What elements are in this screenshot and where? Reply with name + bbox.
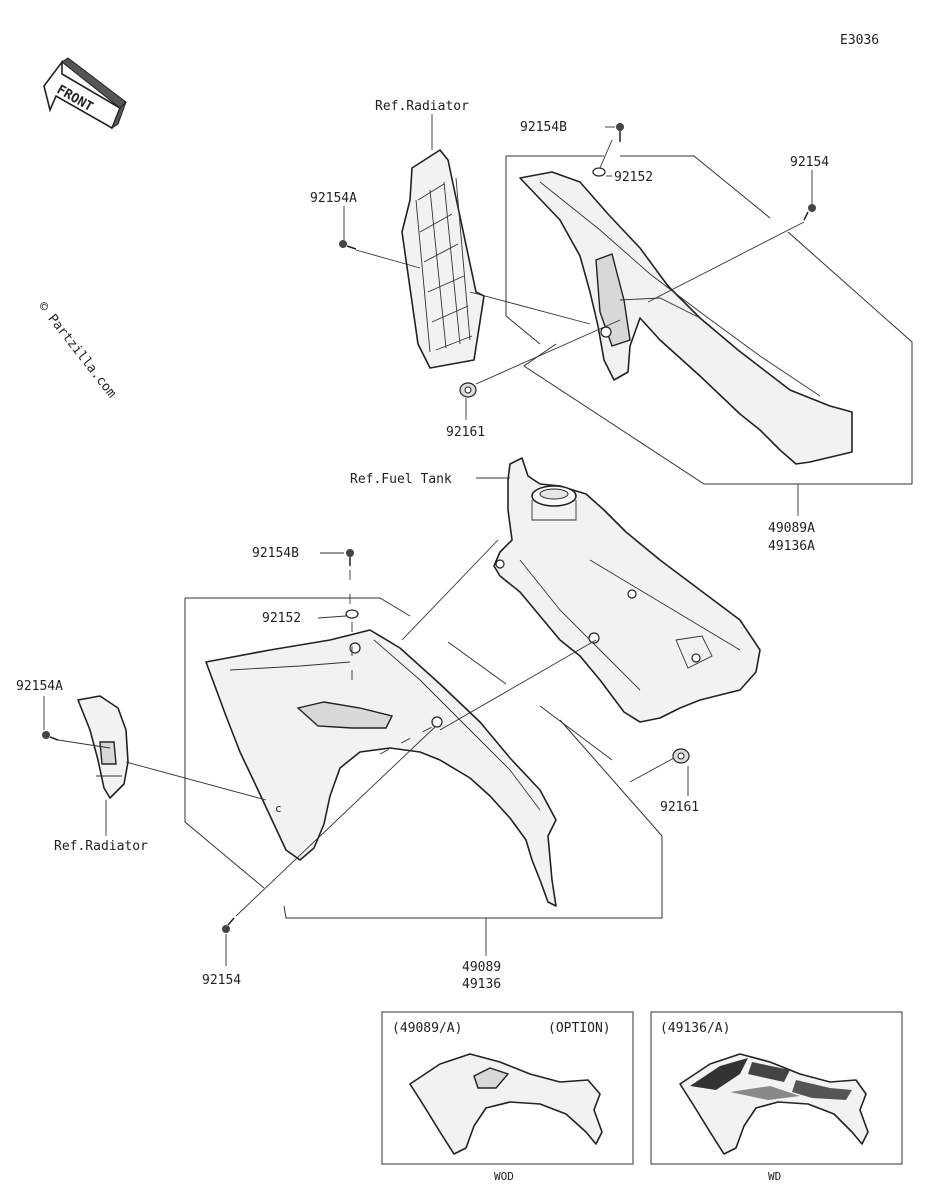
bolt-92154B-mid	[346, 549, 354, 566]
bolt-92154-top	[803, 204, 816, 221]
fuel-tank	[493, 457, 761, 723]
bolt-92154A-top	[339, 240, 357, 250]
label-92154A-left: 92154A	[16, 679, 63, 694]
label-49136A: 49136A	[768, 539, 815, 554]
label-92154A-top: 92154A	[310, 191, 357, 206]
svg-text:c: c	[275, 802, 282, 815]
radiator-grille	[401, 149, 485, 369]
label-ref-radiator-top: Ref.Radiator	[375, 99, 469, 114]
diagram-code: E3036	[840, 33, 879, 48]
inset-2-caption: WD	[768, 1170, 781, 1183]
label-92154-top: 92154	[790, 155, 829, 170]
label-92152-mid: 92152	[262, 611, 301, 626]
label-49089A: 49089A	[768, 521, 815, 536]
lower-shroud: c	[205, 629, 557, 907]
label-ref-radiator-left: Ref.Radiator	[54, 839, 148, 854]
inset-2-label: (49136/A)	[660, 1021, 730, 1036]
label-49136: 49136	[462, 977, 501, 992]
bolt-92154A-left	[42, 731, 59, 741]
washer-92152-mid	[345, 609, 359, 619]
grommet-92161-top	[459, 382, 477, 398]
inset-1-caption: WOD	[494, 1170, 514, 1183]
inset-1-label: (49089/A)	[392, 1021, 462, 1036]
inset-1-note: (OPTION)	[548, 1021, 611, 1036]
label-92154-bottom: 92154	[202, 973, 241, 988]
bolt-92154-bottom	[222, 917, 235, 933]
label-92152-top: 92152	[614, 170, 653, 185]
washer-92152-top	[592, 167, 606, 177]
inset-49136: (49136/A) WD	[650, 1011, 903, 1183]
label-ref-fuel-tank: Ref.Fuel Tank	[350, 472, 452, 487]
front-arrow-icon: FRONT	[43, 57, 127, 130]
upper-shroud	[519, 171, 853, 465]
bolt-92154B-top	[616, 123, 624, 142]
grommet-92161-right	[672, 748, 690, 764]
label-92154B-top: 92154B	[520, 120, 567, 135]
label-49089: 49089	[462, 960, 501, 975]
label-92161-right: 92161	[660, 800, 699, 815]
watermark: © Partzilla.com	[35, 299, 119, 401]
label-92161-top: 92161	[446, 425, 485, 440]
label-92154B-mid: 92154B	[252, 546, 299, 561]
inset-49089-option: (49089/A) (OPTION) WOD	[381, 1011, 634, 1183]
